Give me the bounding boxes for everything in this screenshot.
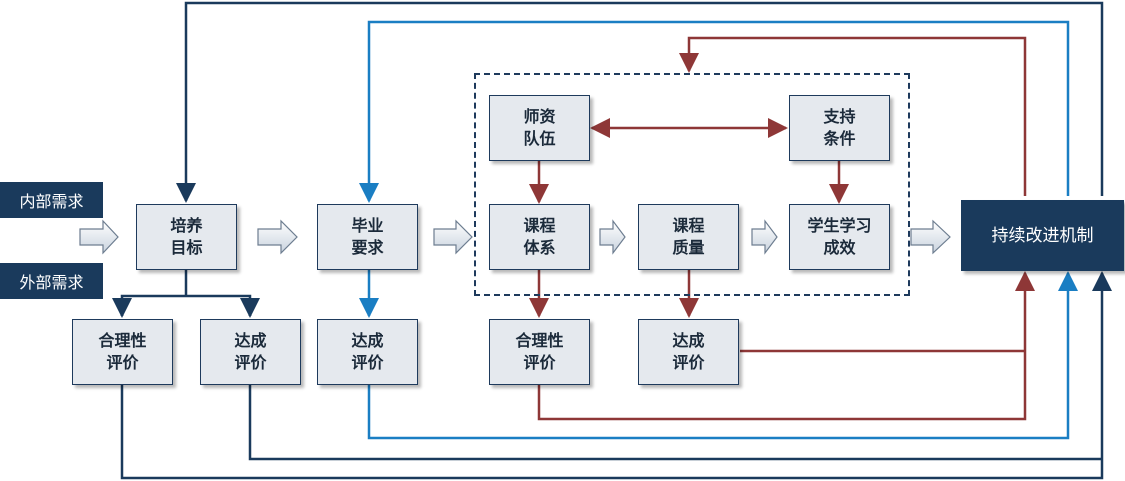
feedback-line-navy-top bbox=[176, 1, 1104, 203]
curriculum-line2: 体系 bbox=[523, 238, 556, 257]
grad-req-line2: 要求 bbox=[351, 238, 384, 257]
course-quality-line2: 质量 bbox=[672, 238, 705, 257]
curriculum-line1: 课程 bbox=[523, 216, 556, 235]
hollow-arrow-quality-outcome bbox=[751, 219, 778, 255]
teaching-process-group bbox=[474, 73, 910, 296]
goal-achievement-eval-box: 达成 评价 bbox=[200, 319, 301, 385]
feedback-line-blue-top bbox=[359, 20, 1070, 203]
faculty-line1: 师资 bbox=[523, 107, 556, 126]
curriculum-system-box: 课程 体系 bbox=[489, 204, 590, 270]
learning-outcome-box: 学生学习 成效 bbox=[789, 204, 890, 270]
course-achievement-eval-box: 达成 评价 bbox=[638, 319, 739, 385]
hollow-arrow-goal-grad bbox=[257, 219, 298, 255]
feedback-line-red-top bbox=[679, 36, 1027, 196]
graduation-requirement-box: 毕业 要求 bbox=[317, 204, 418, 270]
faculty-box: 师资 队伍 bbox=[489, 95, 590, 161]
training-goal-box: 培养 目标 bbox=[136, 204, 237, 270]
curriculum-rationality-line2: 评价 bbox=[523, 353, 556, 372]
continuous-improvement-box: 持续改进机制 bbox=[961, 200, 1124, 271]
goal-rationality-line2: 评价 bbox=[106, 353, 139, 372]
curriculum-rationality-line1: 合理性 bbox=[515, 331, 564, 350]
return-line-red-b bbox=[537, 271, 1035, 421]
support-line1: 支持 bbox=[823, 107, 856, 126]
hollow-arrow-curriculum-quality bbox=[599, 219, 626, 255]
faculty-line2: 队伍 bbox=[523, 129, 556, 148]
return-line-navy-b bbox=[120, 271, 1112, 480]
support-conditions-box: 支持 条件 bbox=[789, 95, 890, 161]
return-line-navy-a bbox=[248, 385, 1102, 461]
hollow-arrow-block-ci bbox=[910, 219, 951, 255]
return-line-blue bbox=[367, 271, 1078, 440]
goal-rationality-eval-box: 合理性 评价 bbox=[72, 319, 173, 385]
continuous-improvement-label: 持续改进机制 bbox=[991, 225, 1094, 246]
training-goal-line2: 目标 bbox=[170, 238, 203, 257]
split-line-goal bbox=[120, 269, 252, 316]
grad-req-line1: 毕业 bbox=[351, 216, 384, 235]
course-achievement-line1: 达成 bbox=[672, 331, 705, 350]
grad-achievement-eval-box: 达成 评价 bbox=[317, 319, 418, 385]
goal-achievement-line2: 评价 bbox=[234, 353, 267, 372]
training-goal-line1: 培养 bbox=[170, 216, 203, 235]
goal-achievement-line1: 达成 bbox=[234, 331, 267, 350]
learning-outcome-line1: 学生学习 bbox=[807, 216, 872, 235]
goal-rationality-line1: 合理性 bbox=[98, 331, 147, 350]
course-quality-box: 课程 质量 bbox=[638, 204, 739, 270]
hollow-arrow-input bbox=[79, 219, 119, 255]
learning-outcome-line2: 成效 bbox=[823, 238, 856, 257]
hollow-arrow-grad-block bbox=[433, 219, 473, 255]
external-demand-label: 外部需求 bbox=[0, 263, 103, 299]
course-quality-line1: 课程 bbox=[672, 216, 705, 235]
course-achievement-line2: 评价 bbox=[672, 353, 705, 372]
grad-achievement-line1: 达成 bbox=[351, 331, 384, 350]
support-line2: 条件 bbox=[823, 129, 856, 148]
internal-demand-label: 内部需求 bbox=[0, 182, 103, 218]
curriculum-rationality-eval-box: 合理性 评价 bbox=[489, 319, 590, 385]
grad-achievement-line2: 评价 bbox=[351, 353, 384, 372]
